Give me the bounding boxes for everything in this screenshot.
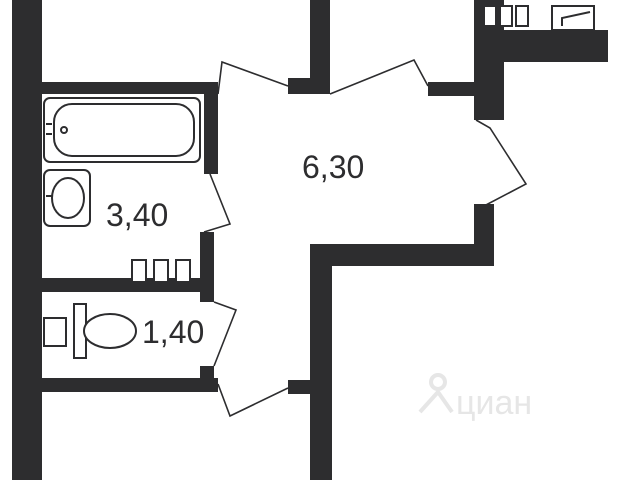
bath-toilet-divider bbox=[42, 278, 214, 292]
bathtub bbox=[43, 97, 201, 163]
door-toilet bbox=[213, 301, 238, 367]
vents bbox=[131, 5, 595, 283]
door-top-right bbox=[329, 58, 429, 95]
area-label-toilet: 1,40 bbox=[142, 314, 204, 350]
area-label-corridor: 6,30 bbox=[302, 149, 364, 185]
watermark: циан bbox=[418, 373, 532, 422]
balcony-window-sash bbox=[561, 11, 591, 26]
watermark-logo-icon bbox=[418, 373, 454, 414]
door-bathroom bbox=[203, 173, 232, 233]
vent-1 bbox=[483, 5, 497, 27]
area-label-bathroom: 3,40 bbox=[106, 197, 168, 233]
partition-top bbox=[310, 0, 330, 80]
corridor-lower-foot bbox=[288, 380, 332, 394]
outer-wall-left bbox=[12, 0, 42, 480]
bathroom-right-wall-upper bbox=[204, 82, 218, 174]
shaft-3 bbox=[175, 259, 191, 283]
balcony-wall bbox=[474, 30, 608, 62]
shaft-1 bbox=[131, 259, 147, 283]
toilet-cistern bbox=[43, 317, 67, 347]
shaft-2 bbox=[153, 259, 169, 283]
bathtub-drain bbox=[60, 126, 68, 134]
toilet bbox=[43, 303, 137, 359]
corridor-lower-wall bbox=[310, 244, 332, 480]
corridor-bottom-wall bbox=[310, 244, 494, 266]
door-right bbox=[475, 119, 528, 207]
bathtub-faucet bbox=[46, 123, 52, 135]
bathtub-basin bbox=[53, 103, 195, 157]
vent-3 bbox=[515, 5, 529, 27]
toilet-right-wall-stub bbox=[200, 366, 214, 392]
watermark-text: циан bbox=[456, 384, 532, 422]
sink bbox=[43, 169, 91, 227]
toilet-bowl bbox=[83, 313, 137, 349]
vent-2 bbox=[499, 5, 513, 27]
balcony-window bbox=[551, 5, 595, 31]
doors bbox=[203, 58, 528, 418]
walls bbox=[12, 0, 608, 480]
partition-top-foot bbox=[288, 78, 330, 94]
bathroom-top-wall bbox=[42, 82, 218, 94]
sink-basin bbox=[51, 177, 85, 219]
door-top-left bbox=[217, 60, 289, 95]
corridor-top-right-wall bbox=[428, 82, 476, 96]
door-bottom-left bbox=[217, 383, 289, 418]
toilet-bottom-wall bbox=[42, 378, 218, 392]
